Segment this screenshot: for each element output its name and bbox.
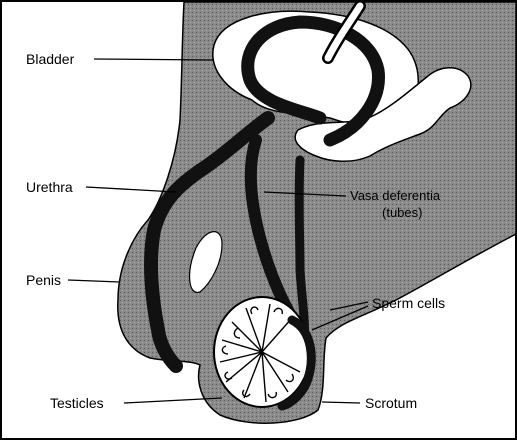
label-sperm-cells: Sperm cells [372, 295, 445, 311]
penis-leader [68, 280, 120, 282]
label-penis: Penis [26, 272, 61, 288]
label-urethra: Urethra [26, 179, 73, 195]
scrotum-leader [322, 402, 360, 403]
label-vasa-deferentia: Vasa deferentia [350, 188, 441, 203]
label-testicles: Testicles [50, 395, 104, 411]
label-bladder: Bladder [26, 51, 75, 67]
label-scrotum: Scrotum [365, 395, 417, 411]
label-vasa-tubes: (tubes) [382, 205, 422, 220]
urethra-leader [86, 187, 176, 192]
